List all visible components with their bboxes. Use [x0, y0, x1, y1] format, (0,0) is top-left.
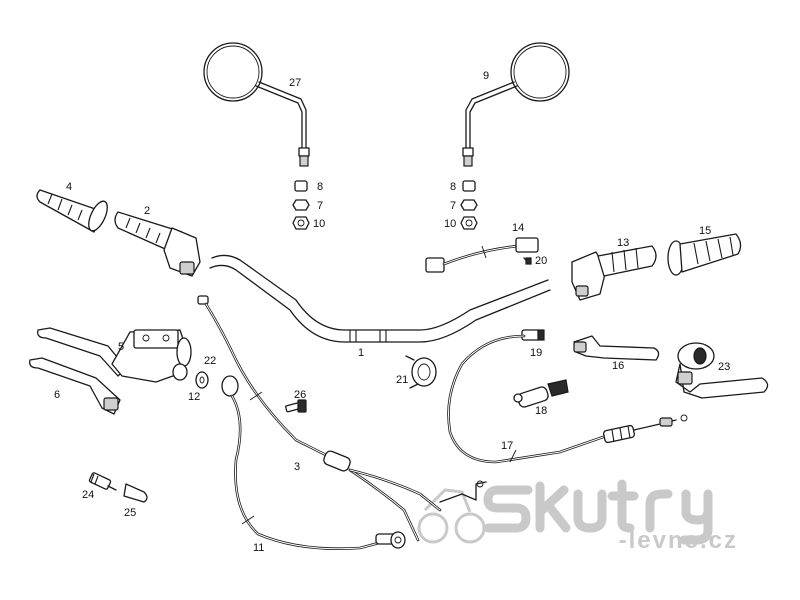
brake-master-cylinder: [111, 329, 192, 383]
callout-10-left: 10: [313, 218, 325, 230]
callout-20: 20: [535, 255, 547, 267]
throttle-cable: [197, 295, 487, 542]
callout-6: 6: [54, 389, 60, 401]
brake-lever-lower: [29, 357, 121, 415]
callout-23: 23: [718, 361, 730, 373]
clutch-lever-assembly: [675, 342, 769, 399]
callout-12: 12: [188, 391, 200, 403]
callout-26: 26: [294, 389, 306, 401]
mirror-washer-right: [460, 199, 478, 211]
handlebar-switch-harness: [425, 237, 539, 273]
callout-8-left: 8: [317, 181, 323, 193]
mirror-spacer-right: [462, 180, 476, 192]
mirror-nut-left: [292, 216, 310, 230]
handlebar: [209, 254, 551, 343]
switch-grip-right: [571, 245, 657, 301]
callout-3: 3: [294, 461, 300, 473]
callout-9: 9: [483, 70, 489, 82]
callout-19: 19: [530, 347, 542, 359]
callout-4: 4: [66, 181, 72, 193]
callout-22: 22: [204, 355, 216, 367]
hose-bolt: [285, 399, 307, 413]
mirror-right: [462, 42, 570, 167]
switch-screw: [523, 257, 532, 265]
callout-1: 1: [358, 347, 364, 359]
callout-16: 16: [612, 360, 624, 372]
brake-light-switch: [88, 472, 117, 491]
choke-cable-fitting: [521, 329, 545, 341]
choke-lever: [513, 379, 569, 408]
callout-21: 21: [396, 374, 408, 386]
watermark-subtext: -levne.cz: [619, 527, 738, 554]
grip-left: [36, 189, 108, 233]
watermark-logo: -levne.cz: [417, 479, 738, 554]
mirror-left: [203, 42, 310, 167]
mirror-washer-left: [292, 199, 310, 211]
callout-10-right: 10: [444, 218, 456, 230]
grip-right: [667, 233, 742, 276]
callout-7-right: 7: [450, 200, 456, 212]
brake-hose: [221, 375, 406, 551]
callout-14: 14: [512, 222, 524, 234]
mirror-nut-right: [460, 216, 478, 230]
clutch-cable: [447, 334, 688, 464]
callout-27: 27: [289, 77, 301, 89]
brake-switch-cap: [123, 483, 148, 503]
watermark-lettering-art: [483, 479, 713, 545]
rear-brake-lever: [573, 335, 660, 361]
callout-13: 13: [617, 237, 629, 249]
callout-11: 11: [253, 542, 264, 554]
callout-2: 2: [144, 205, 150, 217]
callout-5: 5: [118, 341, 124, 353]
callout-7-left: 7: [317, 200, 323, 212]
cable-clamp: [405, 355, 437, 389]
callout-18: 18: [535, 405, 547, 417]
banjo-washer: [195, 371, 209, 389]
throttle-grip: [114, 211, 201, 277]
callout-25: 25: [124, 507, 136, 519]
callout-8-right: 8: [450, 181, 456, 193]
callout-17: 17: [501, 440, 513, 452]
callout-15: 15: [699, 225, 711, 237]
callout-24: 24: [82, 489, 94, 501]
mirror-spacer-left: [294, 180, 308, 192]
